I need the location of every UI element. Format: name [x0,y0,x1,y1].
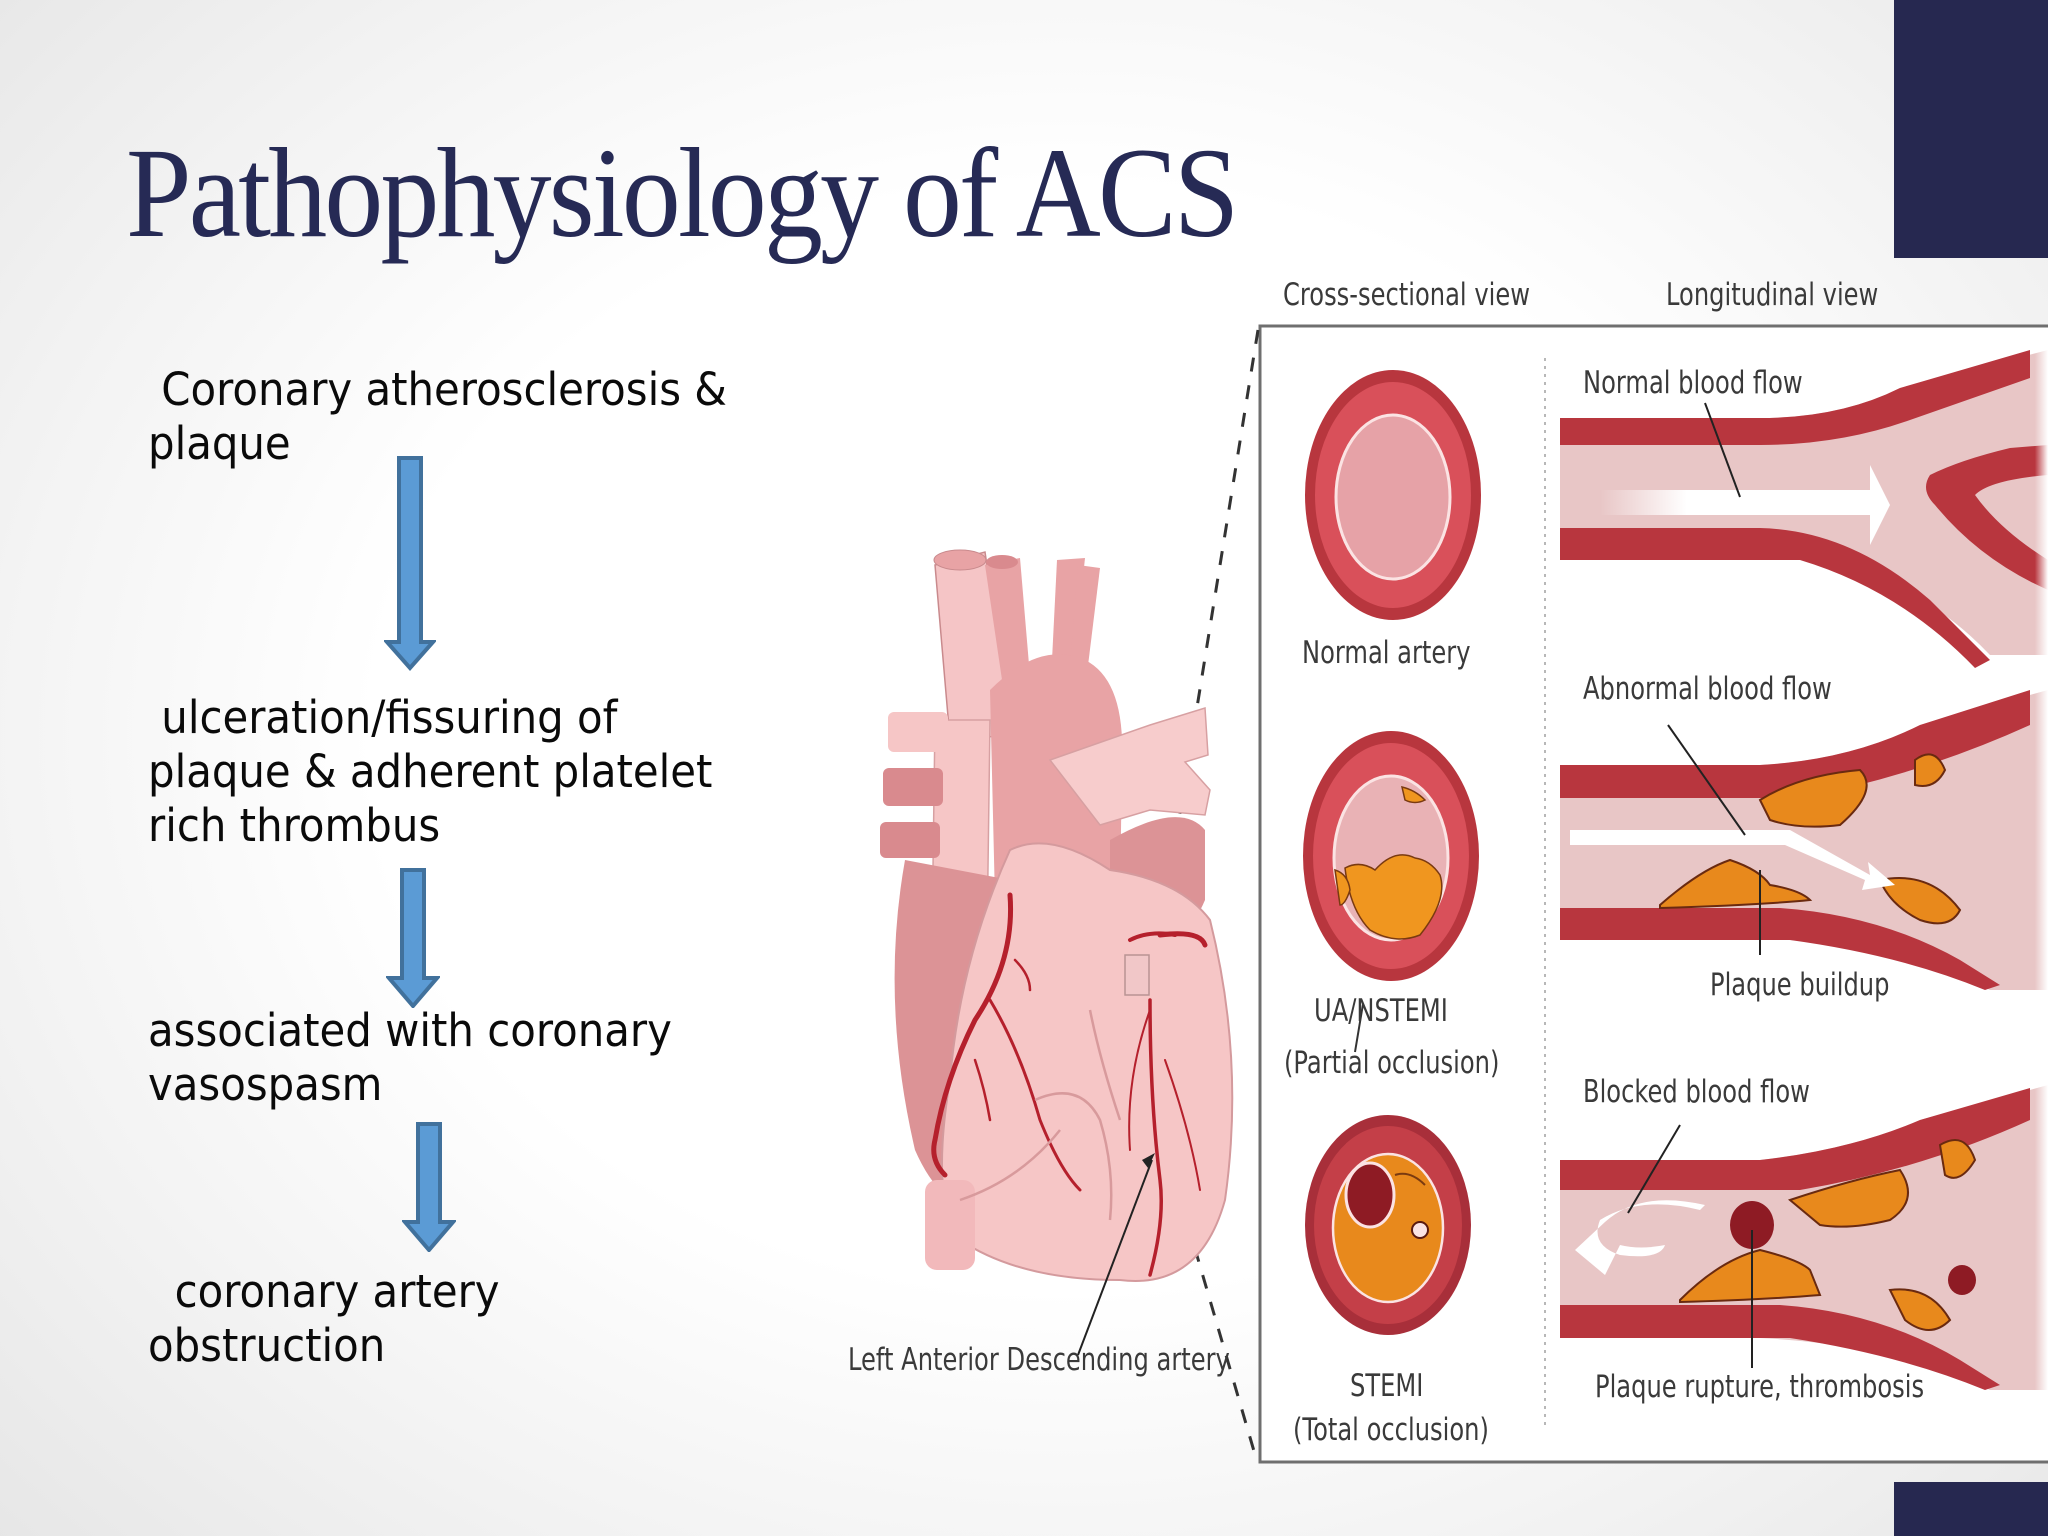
slide-title: Pathophysiology of ACS [126,122,1239,264]
down-arrow-icon [384,456,436,672]
heart-icon [880,549,1234,1356]
label-normal-artery: Normal artery [1302,635,1471,671]
flow-step-3-line1: associated with coronary [148,1004,672,1057]
cross-section-total-occlusion-icon [1305,1115,1471,1335]
label-abnormal-blood-flow: Abnormal blood flow [1583,671,1832,707]
label-plaque-buildup: Plaque buildup [1710,967,1890,1003]
flow-step-2-line3: rich thrombus [148,799,441,852]
flow-step-1-line1: Coronary atherosclerosis & [148,363,727,416]
header-cross-sectional: Cross-sectional view [1283,277,1531,313]
label-partial-occlusion: (Partial occlusion) [1284,1045,1500,1081]
label-blocked-blood-flow: Blocked blood flow [1583,1074,1810,1110]
cross-section-normal-icon [1305,370,1481,620]
label-ua-nstemi: UA/NSTEMI [1314,993,1448,1029]
longitudinal-blocked-icon [1560,1085,2048,1390]
longitudinal-abnormal-icon [1560,690,2048,990]
accent-bar-bottom [1894,1482,2048,1536]
flow-step-2-line1: ulceration/fissuring of [148,691,618,744]
flow-step-3-line2: vasospasm [148,1058,383,1111]
flow-step-4-line2: obstruction [148,1319,386,1372]
down-arrow-icon [402,1122,456,1252]
label-normal-blood-flow: Normal blood flow [1583,365,1803,401]
cross-section-partial-occlusion-icon [1303,731,1479,981]
header-longitudinal: Longitudinal view [1666,277,1879,313]
flow-step-2-line2: plaque & adherent platelet [148,745,713,798]
label-stemi: STEMI [1350,1368,1424,1404]
accent-bar-top [1894,0,2048,258]
flow-step-4: coronary artery obstruction [148,1265,500,1373]
down-arrow-icon [386,868,440,1008]
figure-panel-frame [1258,324,2048,1464]
label-total-occlusion: (Total occlusion) [1293,1412,1489,1448]
flow-step-1-line2: plaque [148,417,291,470]
flow-step-1: Coronary atherosclerosis & plaque [148,363,727,471]
label-plaque-rupture: Plaque rupture, thrombosis [1595,1369,1925,1405]
label-lad-artery: Left Anterior Descending artery [848,1342,1230,1378]
flow-step-4-line1: coronary artery [148,1265,500,1318]
flow-step-3: associated with coronary vasospasm [148,1004,672,1112]
flow-step-2: ulceration/fissuring of plaque & adheren… [148,691,712,853]
zoom-dashed-lines [1138,329,1260,1459]
